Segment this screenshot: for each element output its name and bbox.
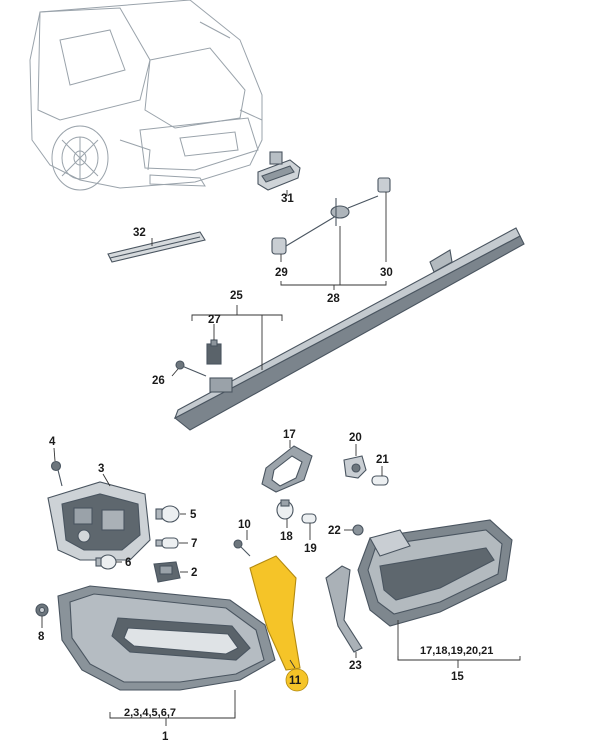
part-5-bulb xyxy=(155,505,180,523)
part-4-screw xyxy=(50,460,63,487)
callout-31: 31 xyxy=(281,193,294,205)
part-17-bulb-holder xyxy=(261,445,313,493)
callout-4: 4 xyxy=(49,436,56,448)
part-3-bulb-carrier xyxy=(47,481,151,561)
part-7-bulb xyxy=(155,537,179,549)
callout-19: 19 xyxy=(304,543,317,555)
part-31-number-plate-light xyxy=(257,151,301,191)
leader-3 xyxy=(102,473,111,487)
part-32-trim-strip xyxy=(107,231,206,263)
callout-15: 15 xyxy=(451,671,464,683)
leader-11 xyxy=(289,659,296,669)
part-27-bracket xyxy=(206,339,222,365)
callout-26: 26 xyxy=(152,375,165,387)
callout-7: 7 xyxy=(191,538,197,550)
part-15-tail-light-inner xyxy=(357,519,513,627)
part-1-tail-light-outer xyxy=(57,585,276,691)
vehicle-rear-illustration xyxy=(29,0,263,191)
callout-18: 18 xyxy=(280,531,293,543)
callout-30: 30 xyxy=(380,267,393,279)
callout-2: 2 xyxy=(191,567,197,579)
part-25-light-strip xyxy=(173,227,525,431)
callout-25: 25 xyxy=(230,290,243,302)
group-label-1: 2,3,4,5,6,7 xyxy=(124,707,176,719)
part-2-bulb-socket xyxy=(153,561,181,583)
callout-21: 21 xyxy=(376,454,389,466)
group-label-15: 17,18,19,20,21 xyxy=(420,645,493,657)
callout-8: 8 xyxy=(38,631,45,643)
part-28-wiring-assembly xyxy=(271,177,391,255)
callout-28: 28 xyxy=(327,293,340,305)
leader-25-bracket xyxy=(191,314,283,321)
part-18-bulb xyxy=(276,499,294,520)
callout-6: 6 xyxy=(125,557,131,569)
callout-22: 22 xyxy=(328,525,341,537)
leader-28-bracket xyxy=(280,281,387,286)
callout-23: 23 xyxy=(349,660,362,672)
part-26-screw xyxy=(175,360,207,377)
part-23-seal xyxy=(325,565,363,653)
callout-17: 17 xyxy=(283,429,296,441)
callout-10: 10 xyxy=(238,519,251,531)
part-19-bulb xyxy=(301,513,317,524)
callout-32: 32 xyxy=(133,227,146,239)
callout-1: 1 xyxy=(162,731,169,743)
leader-26 xyxy=(171,368,179,377)
part-11-seal-highlighted xyxy=(249,555,301,671)
part-8-grommet xyxy=(35,603,49,617)
part-21-bulb xyxy=(371,475,389,486)
callout-29: 29 xyxy=(275,267,288,279)
callout-27: 27 xyxy=(208,314,221,326)
part-20-bulb-socket xyxy=(343,455,367,479)
callout-5: 5 xyxy=(190,509,197,521)
part-10-screw xyxy=(233,539,251,557)
callout-11: 11 xyxy=(289,675,302,687)
leader-4 xyxy=(53,447,56,462)
callout-3: 3 xyxy=(98,463,104,475)
callout-11-badge xyxy=(285,668,309,692)
part-22-grommet xyxy=(352,524,364,536)
callout-20: 20 xyxy=(349,432,362,444)
